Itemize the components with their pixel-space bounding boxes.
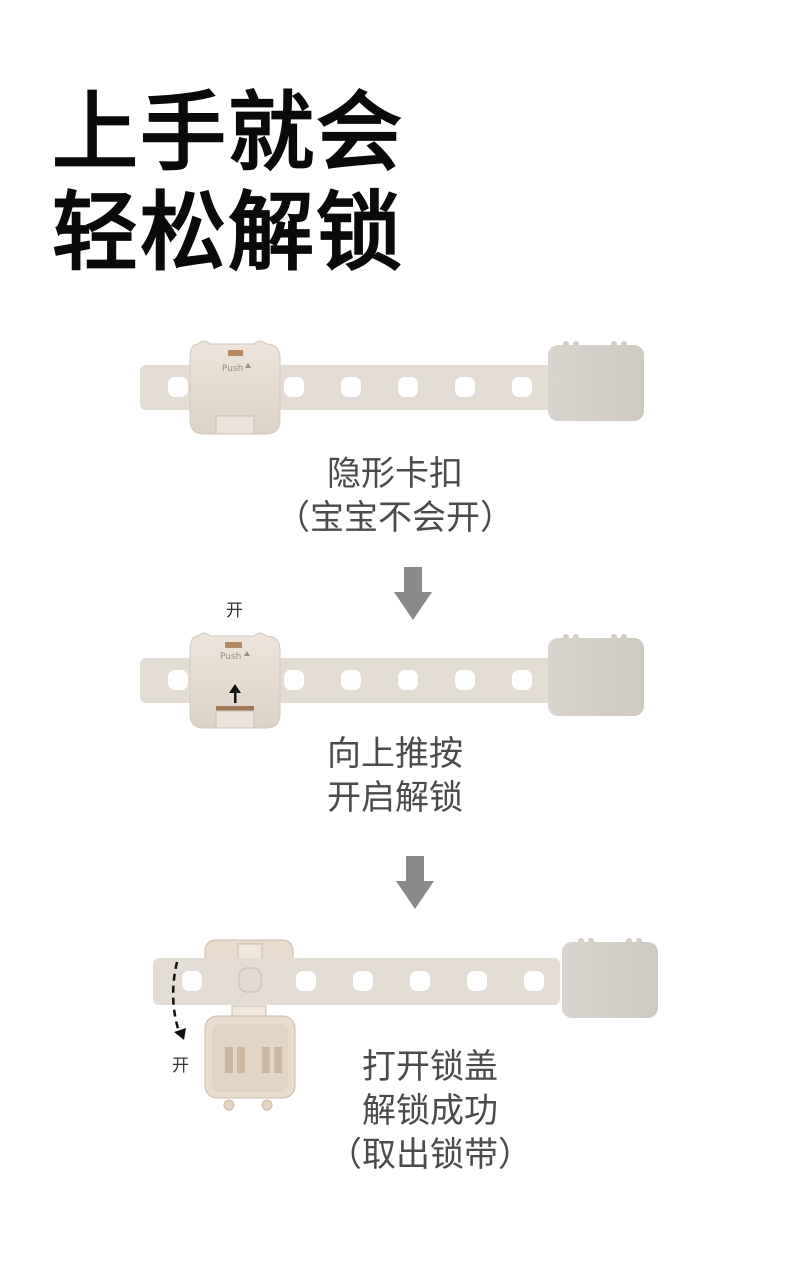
down-arrow-icon: [394, 567, 432, 620]
strap-hole: [353, 971, 373, 991]
strap-hole: [182, 971, 202, 991]
strap-hole: [455, 670, 475, 690]
strap-hole: [284, 670, 304, 690]
caption-line: 打开锁盖: [362, 1047, 498, 1087]
step-1-caption: 隐形卡扣 （宝宝不会开）: [0, 452, 790, 540]
buckle: [189, 632, 281, 729]
strap-hole: [524, 971, 544, 991]
strap-hole: [341, 670, 361, 690]
buckle: [189, 340, 281, 435]
strap-hole: [168, 377, 188, 397]
strap-hole: [398, 377, 418, 397]
strap-end-cap: [562, 938, 658, 1018]
tab: [215, 710, 255, 729]
up-arrow-icon: [229, 684, 241, 703]
strap-hole: [512, 377, 532, 397]
strap-hole: [398, 670, 418, 690]
push-label: Push: [220, 652, 241, 662]
caption-line: 向上推按: [327, 734, 463, 774]
slot: [225, 642, 242, 648]
strap-lock-open: [153, 938, 658, 1111]
slot: [228, 350, 243, 356]
open-label: 开: [226, 601, 243, 621]
strap-lock-closed: Push: [140, 340, 644, 435]
strap-hole: [467, 971, 487, 991]
caption-line: 解锁成功: [362, 1091, 498, 1131]
headline-line-1: 上手就会: [52, 83, 404, 183]
tab-slot: [216, 706, 254, 712]
strap-hole: [512, 670, 532, 690]
open-label: 开: [172, 1056, 189, 1076]
caption-line: 隐形卡扣: [327, 454, 463, 494]
strap-hole: [455, 377, 475, 397]
push-label: Push: [222, 364, 243, 374]
strap-hole: [284, 377, 304, 397]
headline-line-2: 轻松解锁: [52, 183, 404, 283]
strap-hole: [410, 971, 430, 991]
strap-hole: [168, 670, 188, 690]
strap-lock-push: Push: [140, 632, 644, 729]
strap-end-cap: [548, 341, 644, 421]
step-3-caption: 打开锁盖 解锁成功 （取出锁带）: [35, 1045, 790, 1177]
caption-line: 开启解锁: [327, 778, 463, 818]
rotate-arrow-icon: [171, 961, 182, 1036]
lock-peg: [238, 967, 262, 993]
push-triangle-icon: [244, 651, 250, 656]
down-arrow-icon: [396, 856, 434, 909]
strap-hole: [296, 971, 316, 991]
strap-hole: [341, 377, 361, 397]
step-2-caption: 向上推按 开启解锁: [0, 732, 790, 820]
strap-end-cap: [548, 634, 644, 716]
caption-line: （宝宝不会开）: [276, 498, 514, 538]
tab: [215, 415, 255, 435]
buckle-lid-open: [204, 1005, 296, 1111]
push-triangle-icon: [245, 363, 251, 368]
caption-line: （取出锁带）: [328, 1135, 532, 1175]
